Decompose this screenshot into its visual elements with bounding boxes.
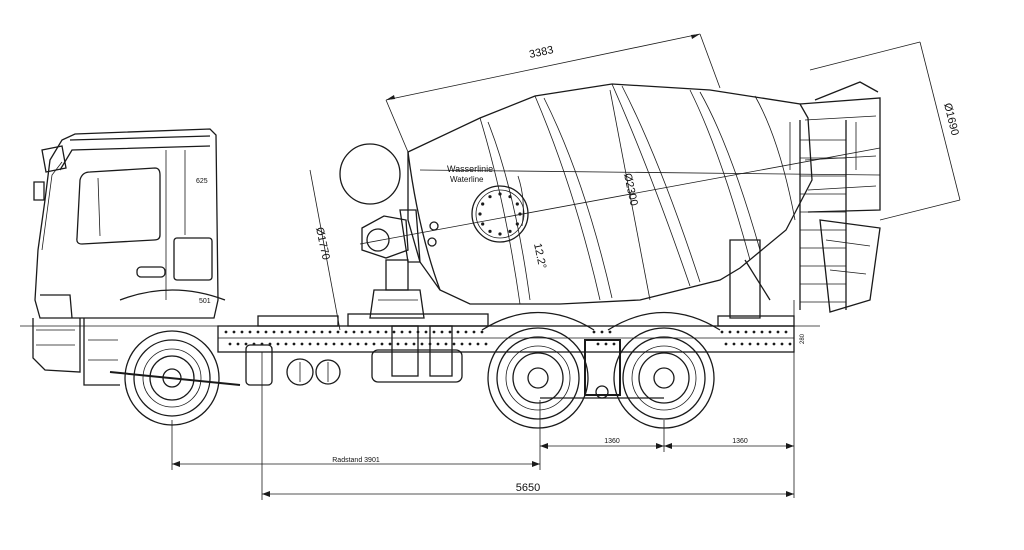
cab-tag-label: 625 xyxy=(196,178,208,185)
tanks xyxy=(245,325,463,386)
water-line-en-label: Waterline xyxy=(450,175,484,184)
dimension-lines: 3383 Ø1690 Ø1770 Ø2300 Wasserlinie Water… xyxy=(171,33,961,500)
opening-diameter-label: Ø1690 xyxy=(941,102,961,137)
drum-length-label: 3383 xyxy=(528,44,554,61)
axle-spacing-1-label: 1360 xyxy=(604,438,620,445)
rear-hopper-chute xyxy=(729,81,881,319)
mixer-drum xyxy=(339,83,813,319)
rear-wheel-1 xyxy=(481,311,595,429)
water-line-de-label: Wasserlinie xyxy=(447,164,493,174)
truck-cab: 625 501 xyxy=(32,128,219,373)
water-tank xyxy=(339,143,401,205)
hatch-bolts xyxy=(478,192,522,236)
tilt-angle-label: 12.2° xyxy=(531,242,548,270)
frame-tag-label: 501 xyxy=(199,298,211,305)
rear-ladder xyxy=(789,120,857,310)
cab-steps xyxy=(83,318,120,386)
overall-length-label: 5650 xyxy=(516,482,540,494)
wheelbase-label: Radstand 3901 xyxy=(332,457,380,464)
chassis-frame: 280 xyxy=(217,300,806,360)
bogie-suspension xyxy=(540,339,664,399)
support-diameter-label: Ø1770 xyxy=(313,226,332,261)
front-wheel xyxy=(109,289,241,426)
axle-spacing-2-label: 1360 xyxy=(732,438,748,445)
drum-diameter-label: Ø2300 xyxy=(621,172,640,207)
rear-wheel-2 xyxy=(607,311,721,429)
rear-height-label: 280 xyxy=(800,333,806,344)
frame-hole-pattern xyxy=(224,330,792,346)
